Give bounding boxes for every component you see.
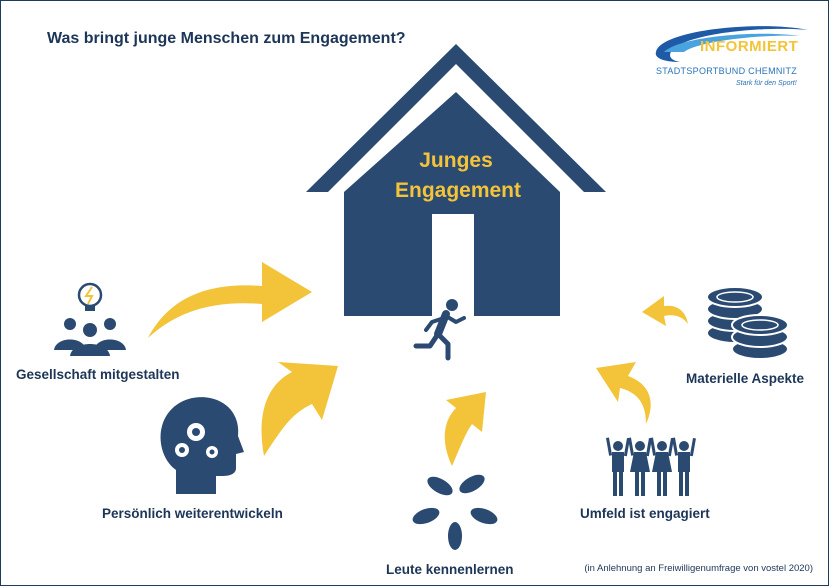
head-gears-icon [160, 397, 244, 494]
logo-organization: STADTSPORTBUND CHEMNITZ [656, 66, 798, 76]
arrow-persoenlich-icon [261, 362, 338, 456]
arrow-leute-icon [444, 392, 486, 466]
arrow-gesellschaft-icon [148, 262, 312, 338]
arrow-materiell-icon [642, 296, 688, 326]
house-label-line2: Engagement [395, 179, 521, 202]
label-materiell: Materielle Aspekte [686, 371, 805, 386]
page-title: Was bringt junge Menschen zum Engagement… [47, 30, 406, 47]
label-umfeld: Umfeld ist engagiert [580, 506, 710, 521]
label-leute: Leute kennenlernen [386, 562, 514, 577]
people-cheering-icon [605, 437, 696, 496]
hands-circle-icon [412, 474, 498, 550]
house-label-line1: Junges [419, 149, 493, 172]
logo-swoosh-icon [655, 26, 808, 62]
logo-tagline: Stark für den Sport! [736, 80, 797, 87]
running-person-icon [413, 299, 466, 361]
coins-icon [706, 286, 789, 360]
source-note: (in Anlehnung an Freiwilligenumfrage von… [584, 563, 813, 574]
logo-name: INFORMIERT [700, 38, 799, 55]
label-gesellschaft: Gesellschaft mitgestalten [16, 367, 180, 382]
house-icon [306, 44, 606, 316]
group-lightbulb-icon [54, 282, 126, 356]
arrow-umfeld-icon [596, 362, 651, 424]
label-persoenlich: Persönlich weiterentwickeln [102, 506, 283, 521]
